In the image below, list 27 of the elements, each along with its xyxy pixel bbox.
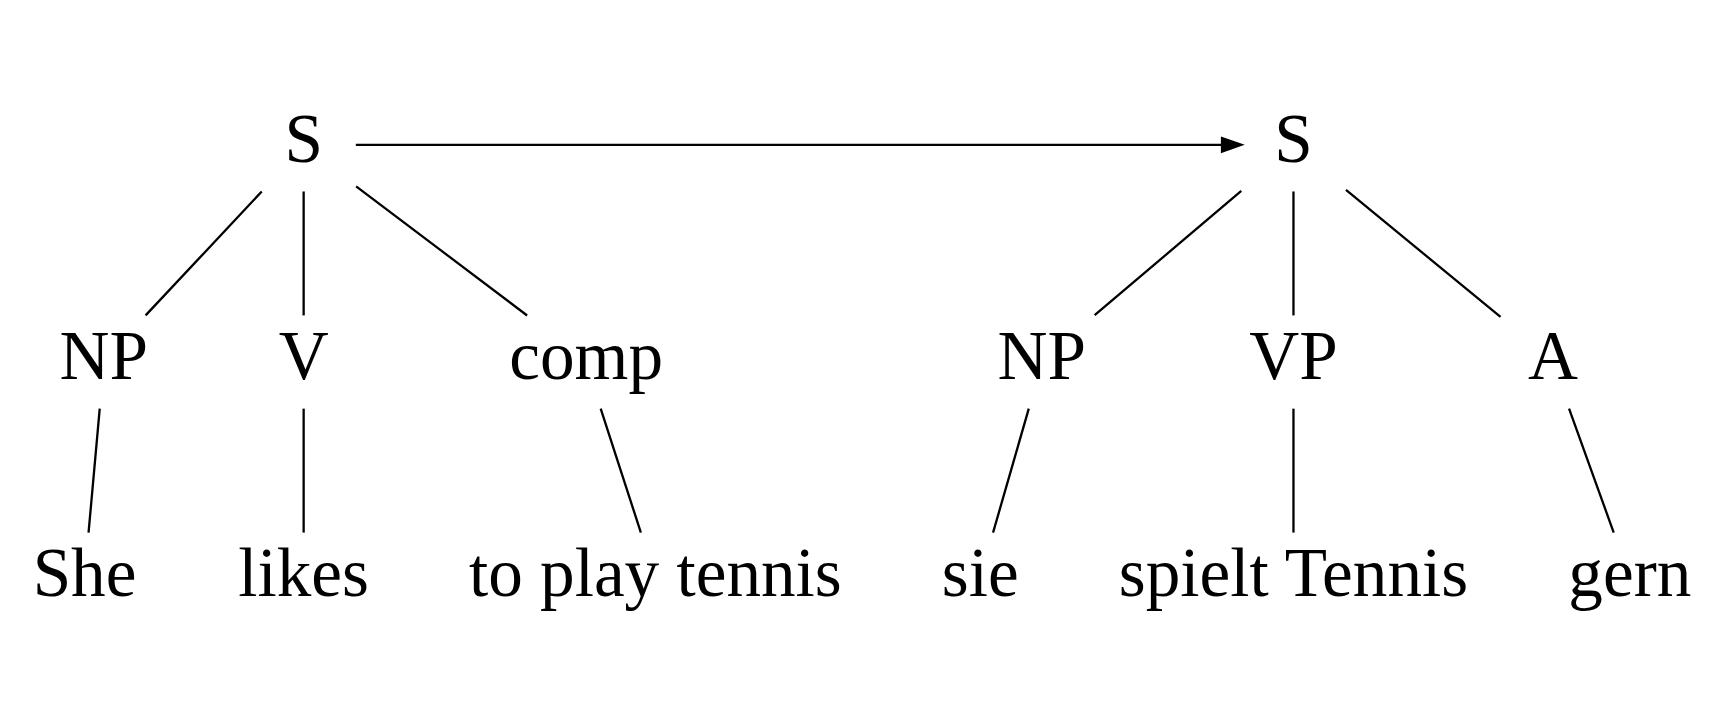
node-text: A bbox=[1527, 316, 1578, 394]
node-text: S bbox=[1274, 99, 1313, 177]
connector bbox=[1093, 190, 1243, 317]
node-text: S bbox=[284, 99, 323, 177]
node-text: NP bbox=[997, 316, 1086, 394]
connector bbox=[1345, 189, 1502, 318]
node-text: She bbox=[32, 534, 137, 612]
connector bbox=[302, 408, 305, 533]
node-text: V bbox=[278, 316, 329, 394]
node-text: comp bbox=[509, 316, 664, 394]
node-text: VP bbox=[1249, 316, 1338, 394]
node-text: NP bbox=[59, 316, 148, 394]
node-text: likes bbox=[238, 534, 369, 612]
connector bbox=[1292, 408, 1295, 533]
node-text: spielt Tennis bbox=[1118, 534, 1469, 612]
connector bbox=[991, 408, 1030, 533]
connector bbox=[355, 185, 528, 317]
connector bbox=[87, 408, 101, 533]
arrow bbox=[355, 136, 1245, 154]
node-text: to play tennis bbox=[468, 534, 842, 612]
connector bbox=[1292, 191, 1295, 316]
connector bbox=[302, 191, 305, 316]
connector bbox=[1567, 408, 1615, 533]
connector bbox=[599, 408, 642, 533]
node-text: sie bbox=[941, 534, 1019, 612]
node-text: gern bbox=[1568, 534, 1692, 612]
connector bbox=[144, 190, 263, 317]
